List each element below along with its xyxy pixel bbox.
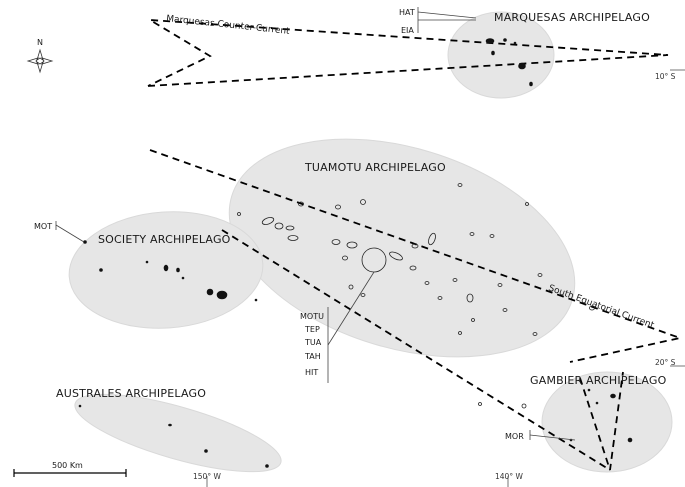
eia-label: EIA (401, 26, 414, 35)
marquesas-current-route (147, 19, 669, 87)
scale-bar-label: 500 Km (52, 461, 83, 470)
australes-islands (78, 404, 269, 468)
australes-region (74, 393, 282, 473)
lon-140w-label: 140° W (495, 472, 523, 481)
gambier-route (579, 371, 624, 471)
gambier-region (541, 371, 673, 473)
society-islands (83, 240, 258, 302)
group-code-4: TAH (304, 352, 321, 361)
mor-leader (529, 434, 576, 441)
group-code-3: TUA (304, 338, 322, 347)
hat-leader (417, 11, 477, 19)
group-code-2: TEP (304, 325, 320, 334)
group-code-5: HIT (305, 368, 318, 377)
mor-label: MOR (505, 432, 524, 441)
tuamotu-lower-route (221, 229, 611, 471)
marquesas-current-label: Marquesas Counter-Current (166, 14, 291, 37)
group-code-1: MOTU (300, 312, 324, 321)
tuamotu-label: TUAMOTU ARCHIPELAGO (304, 161, 446, 174)
mot-label: MOT (34, 222, 52, 231)
group-leader (327, 271, 375, 346)
hat-label: HAT (399, 8, 415, 17)
marquesas-label: MARQUESAS ARCHIPELAGO (494, 11, 650, 24)
gambier-label: GAMBIER ARCHIPELAGO (530, 374, 667, 387)
compass-rose-icon (26, 48, 54, 74)
south-equatorial-route (149, 149, 684, 363)
compass-north-label: N (37, 38, 43, 47)
australes-label: AUSTRALES ARCHIPELAGO (56, 387, 206, 400)
tuamotu-atolls (237, 183, 595, 409)
marquesas-region (447, 11, 555, 99)
tuamotu-region (228, 138, 576, 358)
lat-10s-label: 10° S (655, 72, 676, 81)
marquesas-islands (485, 38, 533, 87)
lat-20s-label: 20° S (655, 358, 676, 367)
scale-bar (13, 469, 127, 477)
society-label: SOCIETY ARCHIPELAGO (98, 233, 231, 246)
mot-leader (55, 224, 85, 243)
lon-150w-label: 150° W (193, 472, 221, 481)
